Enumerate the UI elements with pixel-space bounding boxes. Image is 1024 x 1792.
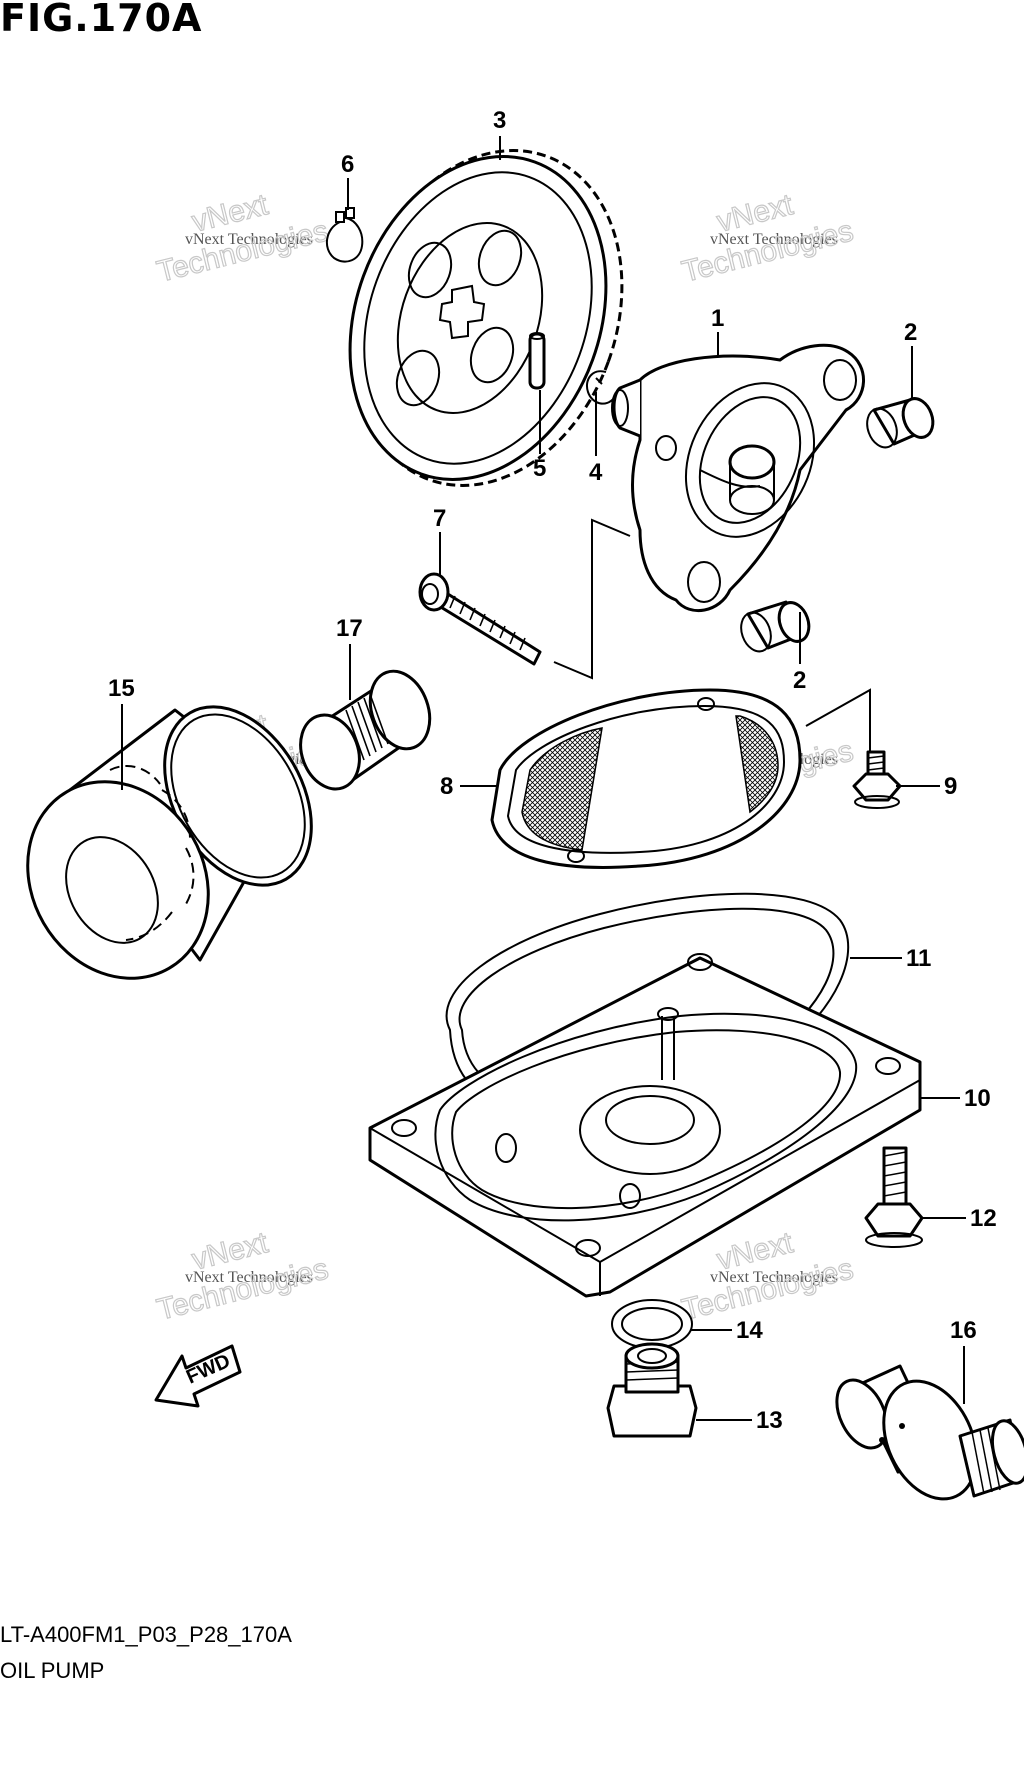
- callout-11: 11: [906, 945, 931, 972]
- fwd-direction-arrow: FWD: [154, 1344, 242, 1408]
- callout-16: 16: [950, 1317, 977, 1344]
- part-9-strainer-bolt: [852, 750, 902, 809]
- watermark-top-right: vNext Technologies vNext Technologies: [678, 187, 857, 289]
- callout-2-upper: 2: [904, 319, 917, 346]
- callout-10: 10: [964, 1085, 991, 1112]
- callout-12: 12: [970, 1205, 997, 1232]
- callout-15: 15: [108, 675, 135, 702]
- callout-7: 7: [433, 505, 446, 532]
- watermark-bottom-right: vNext Technologies vNext Technologies: [678, 1225, 857, 1327]
- part-8-oil-strainer: [490, 688, 802, 869]
- callout-8: 8: [440, 773, 453, 800]
- part-4-e-clip: [586, 370, 615, 405]
- part-5-pin: [528, 332, 546, 390]
- callout-5: 5: [533, 455, 546, 482]
- callout-1: 1: [711, 305, 724, 332]
- part-16-oil-pressure-switch: [835, 1364, 1024, 1501]
- callout-3: 3: [493, 107, 506, 134]
- callout-2-lower: 2: [793, 667, 806, 694]
- figure-title: FIG.170A: [0, 0, 203, 40]
- svg-text:vNext Technologies: vNext Technologies: [185, 1269, 313, 1286]
- watermark-top-left: vNext Technologies vNext Technologies: [153, 187, 332, 289]
- leader-lines: [121, 136, 966, 1421]
- svg-text:vNext Technologies: vNext Technologies: [710, 1269, 838, 1286]
- callout-14: 14: [736, 1317, 763, 1344]
- part-15-oil-filter: [26, 705, 313, 980]
- part-12-bolt: [864, 1146, 924, 1248]
- callout-6: 6: [341, 151, 354, 178]
- callout-17: 17: [336, 615, 363, 642]
- part-13-drain-plug: [606, 1342, 698, 1438]
- callouts: 3 6 1 2 5 4 7 2 17 15 8 9 11 10 12 14 13…: [108, 107, 997, 1434]
- part-3-oil-pump-driven-gear: [348, 149, 624, 487]
- part-6-circlip: [325, 207, 364, 263]
- part-2-dowel-pin-upper: [866, 397, 935, 449]
- callout-4: 4: [589, 459, 603, 486]
- part-14-gasket: [611, 1299, 693, 1349]
- diagram-code: LT-A400FM1_P03_P28_170A: [0, 1622, 292, 1647]
- svg-text:vNext Technologies: vNext Technologies: [710, 231, 838, 248]
- diagram-name: OIL PUMP: [0, 1658, 105, 1683]
- part-1-oil-pump-assembly: [611, 343, 865, 612]
- part-7-bolt: [418, 572, 542, 666]
- callout-9: 9: [944, 773, 957, 800]
- watermark-bottom-left: vNext Technologies vNext Technologies: [153, 1225, 332, 1327]
- part-17-oil-filter-union: [299, 669, 432, 791]
- part-2-dowel-pin-lower: [740, 600, 811, 653]
- svg-text:vNext Technologies: vNext Technologies: [185, 231, 313, 248]
- part-10-oil-pan: [368, 953, 922, 1298]
- callout-13: 13: [756, 1407, 783, 1434]
